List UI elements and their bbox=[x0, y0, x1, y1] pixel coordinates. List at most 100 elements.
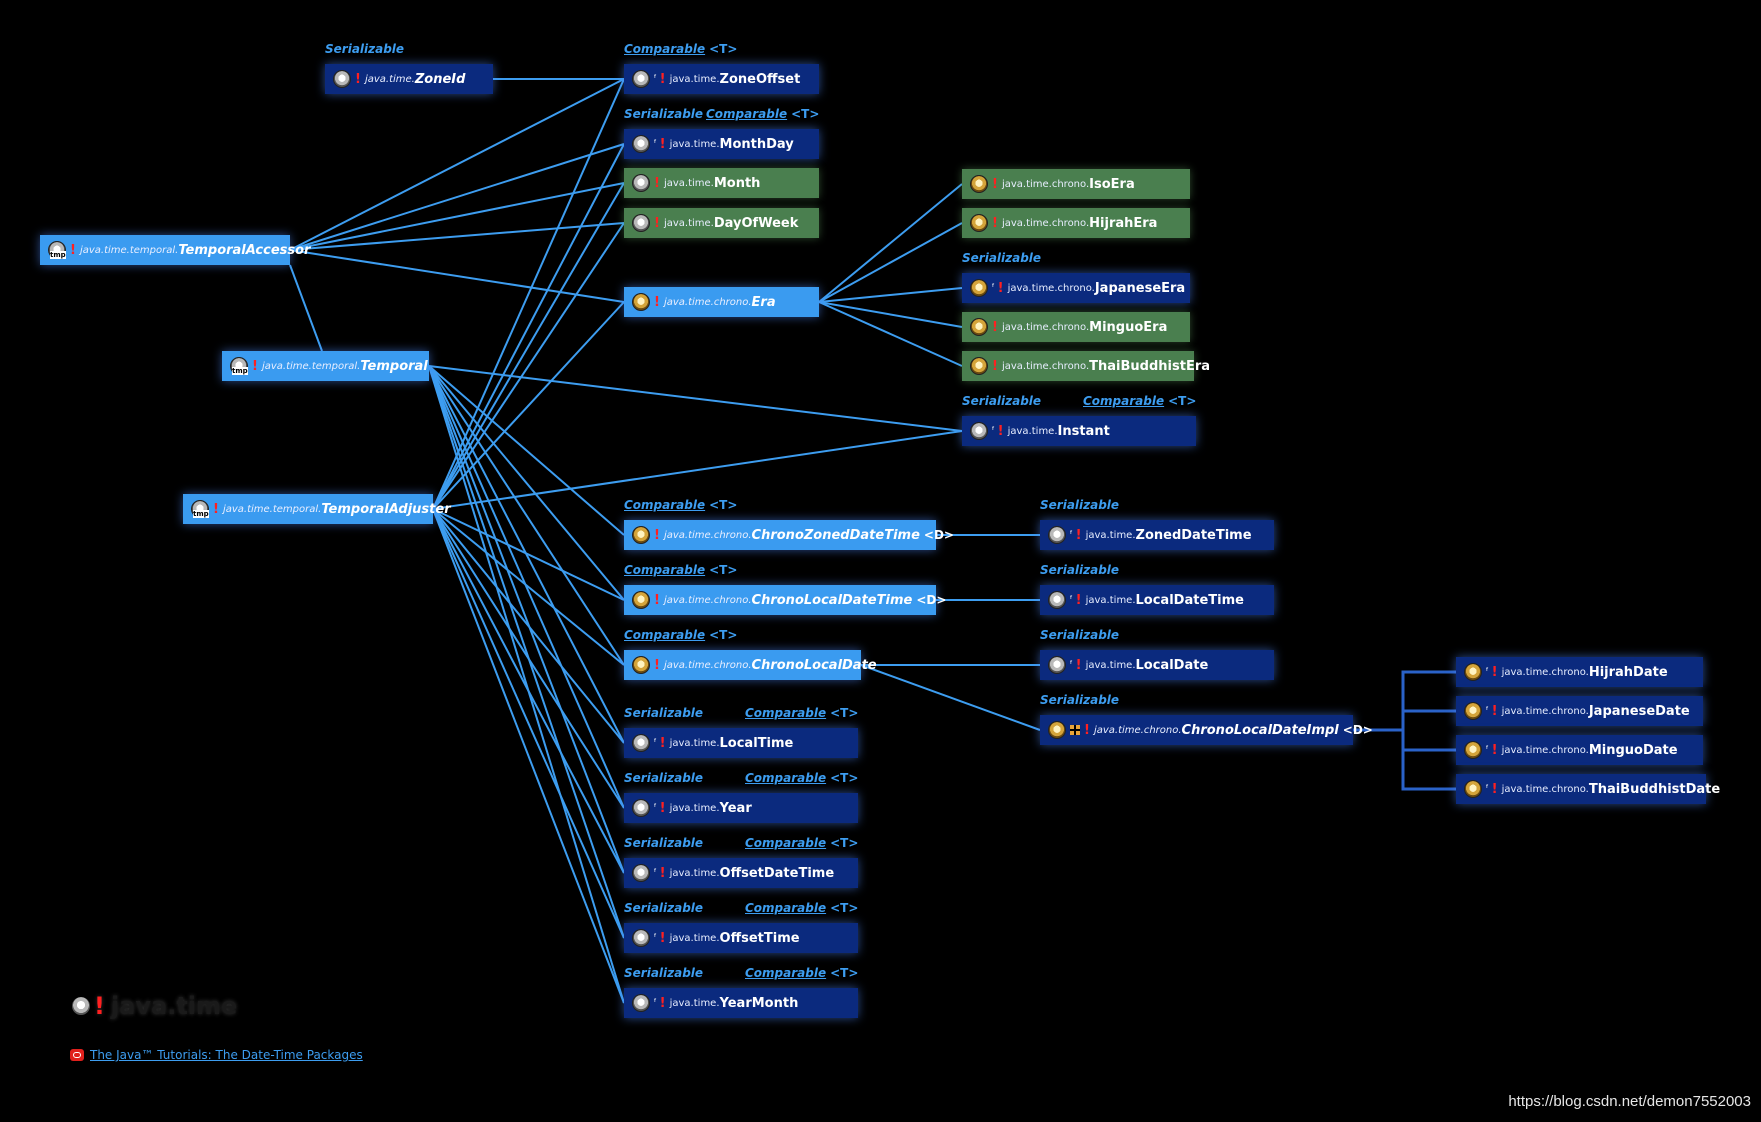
node-month-day[interactable]: ᶠ!java.time.MonthDay bbox=[624, 129, 819, 159]
node-temporal-adjuster[interactable]: !java.time.temporal.TemporalAdjuster bbox=[183, 494, 451, 524]
node-japanese-era[interactable]: ᶠ!java.time.chrono.JapaneseEra bbox=[962, 273, 1190, 303]
comparable-link-local-time[interactable]: Comparable<T> bbox=[745, 706, 858, 720]
node-era[interactable]: !java.time.chrono.Era bbox=[624, 287, 819, 317]
node-iso-era[interactable]: !java.time.chrono.IsoEra bbox=[962, 169, 1190, 199]
final-mark-icon: ᶠ bbox=[1486, 784, 1489, 794]
chrono-clock-icon bbox=[970, 318, 988, 336]
tutorial-link-text[interactable]: The Java™ Tutorials: The Date-Time Packa… bbox=[90, 1048, 363, 1062]
node-zoned-date-time[interactable]: ᶠ!java.time.ZonedDateTime bbox=[1040, 520, 1274, 550]
node-package: java.time.chrono. bbox=[1093, 724, 1182, 736]
node-chrono-local-date[interactable]: !java.time.chrono.ChronoLocalDate bbox=[624, 650, 877, 680]
label-text[interactable]: Comparable bbox=[745, 836, 827, 850]
comparable-link-year-month[interactable]: Comparable<T> bbox=[745, 966, 858, 980]
label-text[interactable]: Comparable bbox=[624, 563, 706, 577]
node-instant[interactable]: ᶠ!java.time.Instant bbox=[962, 416, 1196, 446]
node-month[interactable]: !java.time.Month bbox=[624, 168, 819, 198]
deprecation-mark-icon: ! bbox=[654, 175, 660, 191]
node-year-month[interactable]: ᶠ!java.time.YearMonth bbox=[624, 988, 858, 1018]
node-thai-buddhist-era[interactable]: !java.time.chrono.ThaiBuddhistEra bbox=[962, 351, 1210, 381]
node-package: java.time. bbox=[663, 217, 714, 229]
comparable-link-month-day[interactable]: Comparable<T> bbox=[706, 107, 819, 121]
deprecation-mark-icon: ! bbox=[659, 865, 666, 881]
node-minguo-date[interactable]: ᶠ!java.time.chrono.MinguoDate bbox=[1456, 735, 1703, 765]
node-zone-offset[interactable]: ᶠ!java.time.ZoneOffset bbox=[624, 64, 819, 94]
comparable-link-zone-offset[interactable]: Comparable<T> bbox=[624, 42, 737, 56]
node-chrono-zoned-date-time[interactable]: !java.time.chrono.ChronoZonedDateTime<D> bbox=[624, 520, 954, 550]
label-text[interactable]: Comparable bbox=[624, 498, 706, 512]
node-local-time[interactable]: ᶠ!java.time.LocalTime bbox=[624, 728, 858, 758]
node-name: IsoEra bbox=[1089, 176, 1135, 192]
deprecation-mark-icon: ! bbox=[70, 242, 76, 258]
deprecation-mark-icon: ! bbox=[659, 136, 666, 152]
label-text[interactable]: Comparable bbox=[706, 107, 788, 121]
edge-temporal-adjuster-to-era bbox=[432, 301, 625, 510]
clock-icon bbox=[632, 929, 650, 947]
label-text[interactable]: Comparable bbox=[1083, 394, 1165, 408]
node-offset-time[interactable]: ᶠ!java.time.OffsetTime bbox=[624, 923, 858, 953]
node-package: java.time.chrono. bbox=[663, 529, 752, 541]
label-text[interactable]: Comparable bbox=[745, 966, 827, 980]
node-package: java.time. bbox=[669, 737, 720, 749]
node-local-date[interactable]: ᶠ!java.time.LocalDate bbox=[1040, 650, 1274, 680]
edge-temporal-to-instant bbox=[428, 365, 963, 432]
comparable-link-instant[interactable]: Comparable<T> bbox=[1083, 394, 1196, 408]
chrono-clock-icon bbox=[1464, 741, 1482, 759]
edge-era-to-iso-era bbox=[818, 183, 963, 303]
final-mark-icon: ᶠ bbox=[1070, 530, 1073, 540]
comparable-link-chrono-local-date-time[interactable]: Comparable<T> bbox=[624, 563, 737, 577]
node-minguo-era[interactable]: !java.time.chrono.MinguoEra bbox=[962, 312, 1190, 342]
deprecation-mark-icon: ! bbox=[654, 592, 660, 608]
node-japanese-date[interactable]: ᶠ!java.time.chrono.JapaneseDate bbox=[1456, 696, 1703, 726]
edge-temporal-accessor-to-zone-offset bbox=[289, 78, 625, 251]
label-text: Serializable bbox=[624, 836, 704, 850]
edge-temporal-to-local-time bbox=[428, 365, 625, 744]
chrono-clock-icon bbox=[1048, 721, 1066, 739]
node-name: ZoneId bbox=[414, 71, 466, 87]
node-temporal[interactable]: !java.time.temporal.Temporal bbox=[222, 351, 429, 381]
node-name: TemporalAccessor bbox=[178, 242, 311, 258]
node-name: ChronoLocalDateImpl bbox=[1181, 722, 1339, 738]
node-thai-buddhist-date[interactable]: ᶠ!java.time.chrono.ThaiBuddhistDate bbox=[1456, 774, 1720, 804]
chrono-clock-icon bbox=[632, 526, 650, 544]
deprecation-mark-icon: ! bbox=[654, 527, 660, 543]
node-chrono-local-date-time[interactable]: !java.time.chrono.ChronoLocalDateTime<D> bbox=[624, 585, 946, 615]
clock-icon bbox=[632, 214, 650, 232]
node-hijrah-date[interactable]: ᶠ!java.time.chrono.HijrahDate bbox=[1456, 657, 1703, 687]
chrono-clock-icon bbox=[632, 656, 650, 674]
comparable-link-offset-date-time[interactable]: Comparable<T> bbox=[745, 836, 858, 850]
label-text[interactable]: Comparable bbox=[624, 42, 706, 56]
edge-temporal-adjuster-to-chrono-local-date bbox=[432, 508, 625, 666]
node-temporal-accessor[interactable]: !java.time.temporal.TemporalAccessor bbox=[40, 235, 310, 265]
edge-temporal-to-chrono-local-date-time bbox=[428, 365, 625, 601]
label-text[interactable]: Comparable bbox=[745, 771, 827, 785]
comparable-link-offset-time[interactable]: Comparable<T> bbox=[745, 901, 858, 915]
node-package: java.time. bbox=[669, 138, 720, 150]
node-package: java.time. bbox=[1085, 594, 1136, 606]
label-text[interactable]: Comparable bbox=[745, 901, 827, 915]
edge-temporal-adjuster-to-offset-time bbox=[432, 508, 625, 939]
legend-title: ! java.time bbox=[72, 992, 237, 1020]
serializable-label-chrono-local-date-impl: Serializable bbox=[1040, 693, 1119, 707]
node-local-date-time[interactable]: ᶠ!java.time.LocalDateTime bbox=[1040, 585, 1274, 615]
label-text: Serializable bbox=[624, 706, 704, 720]
node-offset-date-time[interactable]: ᶠ!java.time.OffsetDateTime bbox=[624, 858, 858, 888]
deprecation-mark-icon: ! bbox=[992, 319, 998, 335]
label-text: Serializable bbox=[624, 107, 704, 121]
label-text[interactable]: Comparable bbox=[745, 706, 827, 720]
edge-temporal-to-year-month bbox=[428, 365, 625, 1004]
node-day-of-week[interactable]: !java.time.DayOfWeek bbox=[624, 208, 819, 238]
label-text[interactable]: Comparable bbox=[624, 628, 706, 642]
label-text: Serializable bbox=[1040, 628, 1120, 642]
comparable-link-chrono-local-date[interactable]: Comparable<T> bbox=[624, 628, 737, 642]
comparable-link-year[interactable]: Comparable<T> bbox=[745, 771, 858, 785]
node-hijrah-era[interactable]: !java.time.chrono.HijrahEra bbox=[962, 208, 1190, 238]
node-chrono-local-date-impl[interactable]: !java.time.chrono.ChronoLocalDateImpl<D> bbox=[1040, 715, 1373, 745]
serializable-label-offset-date-time: Serializable bbox=[624, 836, 703, 850]
edge-temporal-accessor-to-month-day bbox=[289, 143, 625, 251]
tutorial-link[interactable]: The Java™ Tutorials: The Date-Time Packa… bbox=[70, 1048, 363, 1062]
node-package: java.time.chrono. bbox=[663, 296, 752, 308]
comparable-link-chrono-zoned-date-time[interactable]: Comparable<T> bbox=[624, 498, 737, 512]
node-year[interactable]: ᶠ!java.time.Year bbox=[624, 793, 858, 823]
label-text: Serializable bbox=[962, 394, 1042, 408]
node-zone-id[interactable]: !java.time.ZoneId bbox=[325, 64, 493, 94]
